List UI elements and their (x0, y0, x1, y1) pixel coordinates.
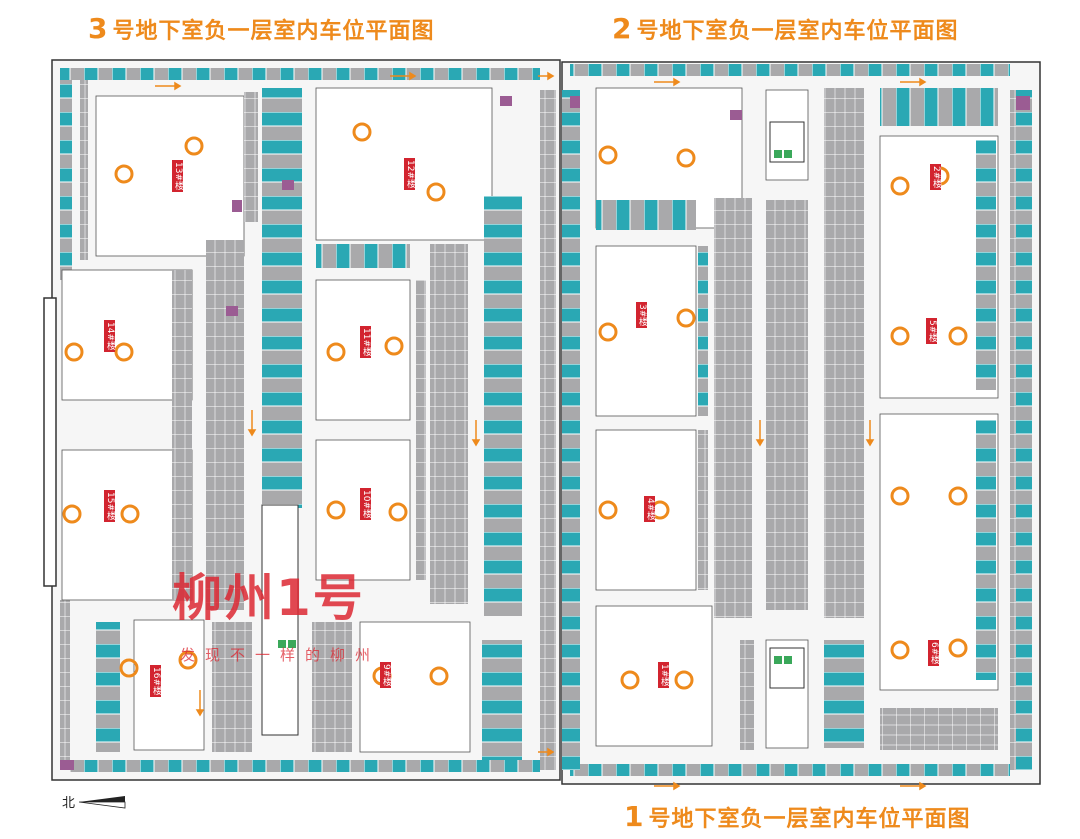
title-text: 号地下室负一层室内车位平面图 (648, 807, 971, 832)
north-compass: 北 (62, 792, 127, 811)
building-label: 2#楼 (930, 164, 941, 191)
building-label: 11#楼 (360, 326, 371, 358)
north-arrow-icon (79, 795, 126, 808)
building-label: 4#楼 (644, 496, 655, 523)
basement-number: 3 (88, 12, 109, 45)
building-label: 15#楼 (104, 490, 115, 522)
building-label: 3#楼 (636, 302, 647, 329)
north-label: 北 (62, 796, 76, 811)
building-label: 16#楼 (150, 665, 161, 697)
building-label: 5#楼 (926, 318, 937, 345)
title-text: 号地下室负一层室内车位平面图 (636, 19, 959, 44)
basement-number: 1 (624, 800, 645, 833)
building-label: 1#楼 (658, 662, 669, 689)
building-label: 10#楼 (360, 488, 371, 520)
title-text: 号地下室负一层室内车位平面图 (112, 19, 435, 44)
basement-number: 2 (612, 12, 633, 45)
building-label: 9#楼 (380, 662, 391, 689)
building-label: 13#楼 (172, 160, 183, 192)
building-label: 6#楼 (928, 640, 939, 667)
building-label: 14#楼 (104, 320, 115, 352)
building-label: 12#楼 (404, 158, 415, 190)
